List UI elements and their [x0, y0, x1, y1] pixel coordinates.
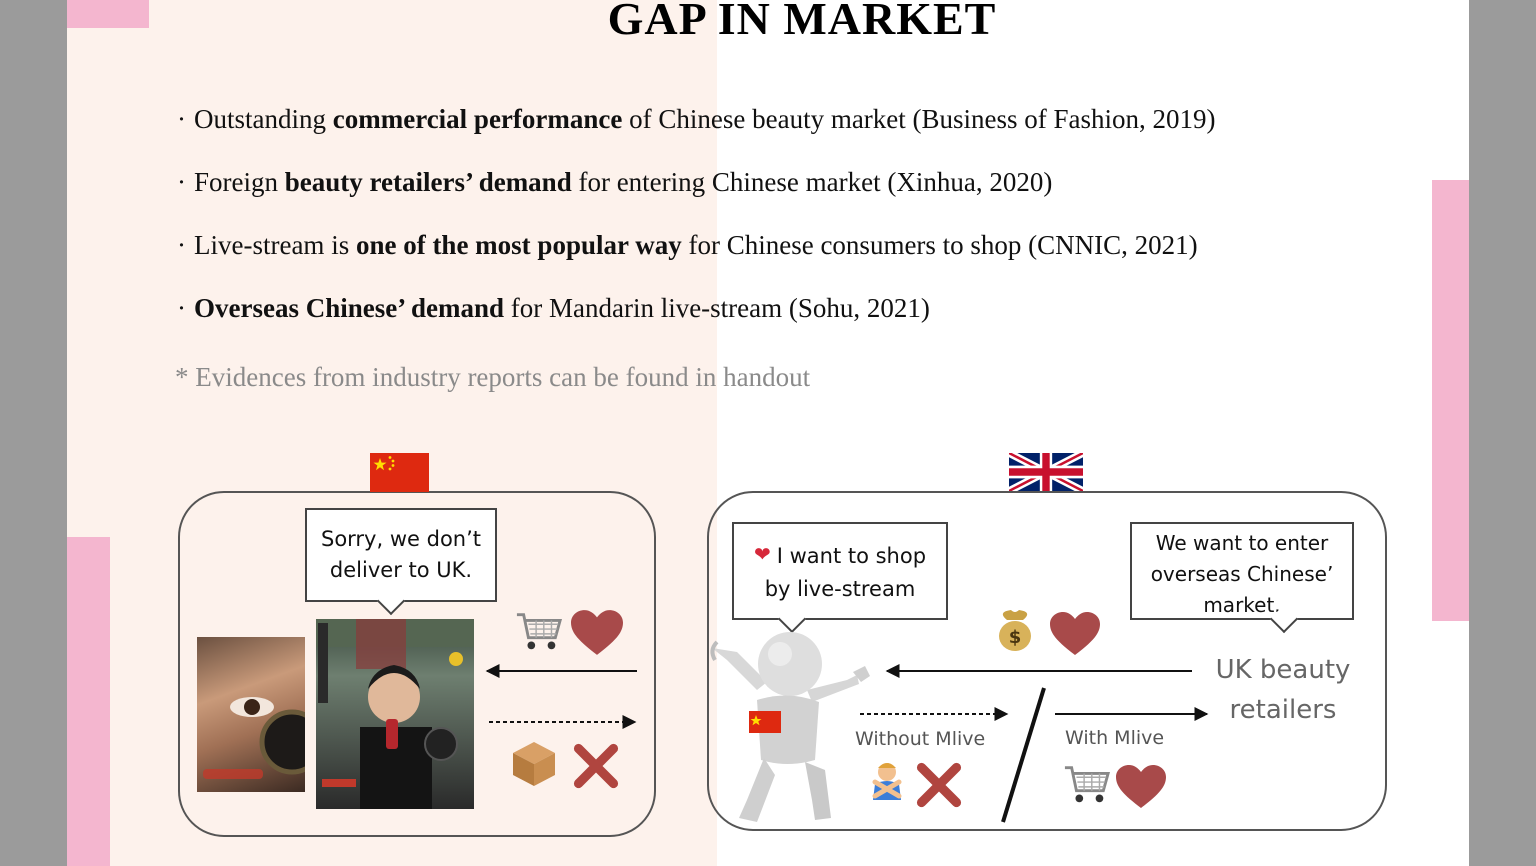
bullet-emphasis: Overseas Chinese’ demand [194, 293, 504, 323]
bullet-marker: · [177, 104, 186, 134]
china-panel [178, 491, 656, 837]
bullet-text: for Mandarin live-stream (Sohu, 2021) [504, 293, 930, 323]
uk-retailers-label: UK beauty retailers [1203, 650, 1363, 730]
footnote: * Evidences from industry reports can be… [175, 362, 811, 392]
uk-panel [707, 491, 1387, 831]
bubble-text: I want to shop [776, 544, 927, 568]
bullet-emphasis: one of the most popular way [355, 230, 682, 260]
slide: GAP IN MARKET · Outstanding commercial pe… [67, 0, 1469, 866]
box-icon [513, 742, 555, 786]
decor-bar-top-left [67, 0, 149, 28]
china-flag [749, 711, 781, 733]
retailers-text: UK beauty [1215, 655, 1351, 685]
china-flag [370, 453, 429, 492]
heart-icon [1116, 765, 1166, 808]
with-mlive-label: With Mlive [1065, 727, 1165, 749]
bubble-line-1: ❤I want to shop [734, 538, 946, 573]
money-bag-icon: $ [999, 610, 1031, 651]
retailer-speech-bubble: We want to enter overseas Chinese’ marke… [1130, 522, 1354, 620]
bullet-text: Foreign [194, 167, 285, 197]
bubble-text: We want to enter [1155, 531, 1329, 555]
bullet-commercial-performance: · Outstanding commercial performance of C… [177, 104, 1216, 135]
cross-icon [922, 768, 957, 803]
bullet-marker: · [177, 230, 186, 260]
bubble-text: Sorry, we don’t [320, 527, 482, 551]
shopper-figure [710, 632, 870, 822]
bullet-overseas-demand: · Overseas Chinese’ demand for Mandarin l… [177, 293, 930, 324]
bullet-retailers-demand: · Foreign beauty retailers’ demand for en… [177, 167, 1052, 198]
bullet-emphasis: commercial performance [332, 104, 623, 134]
cart-icon [1063, 766, 1110, 804]
bullet-marker: · [177, 167, 186, 197]
decor-bar-bottom-left [67, 537, 110, 866]
shopper-speech-bubble: ❤I want to shop by live-stream [732, 522, 948, 620]
divider-slash [1001, 687, 1046, 823]
heart-icon [571, 610, 623, 655]
no-gesture-icon [872, 763, 902, 800]
heart-icon [1050, 612, 1100, 655]
slide-title: GAP IN MARKET [607, 0, 997, 44]
decor-bar-right [1432, 180, 1469, 621]
bullet-text: Outstanding [194, 104, 333, 134]
cart-icon [515, 613, 562, 651]
bullet-marker: · [177, 293, 186, 323]
bubble-text: market. [1203, 593, 1281, 617]
bullet-live-stream: · Live-stream is one of the most popular … [177, 230, 1198, 261]
bullet-text: of Chinese beauty market (Business of Fa… [622, 104, 1216, 134]
cross-icon [579, 749, 614, 784]
without-mlive-label: Without Mlive [855, 728, 986, 750]
bubble-text: deliver to UK. [329, 558, 473, 582]
uk-flag [1007, 449, 1085, 495]
livestream-screenshot-host [316, 619, 474, 809]
bubble-text: by live-stream [764, 577, 916, 601]
bullet-text: Live-stream is [194, 230, 356, 260]
diagram-graphics: $ [485, 610, 1209, 823]
bullet-text: for entering Chinese market (Xinhua, 202… [571, 167, 1053, 197]
livestream-screenshot-eye [197, 637, 305, 792]
bullet-text: for Chinese consumers to shop (CNNIC, 20… [681, 230, 1198, 260]
bullet-emphasis: beauty retailers’ demand [284, 167, 572, 197]
bubble-text: overseas Chinese’ [1150, 562, 1334, 586]
broken-heart-icon: ❤ [753, 542, 771, 566]
retailers-text: retailers [1229, 695, 1337, 725]
svg-text:$: $ [1009, 627, 1022, 648]
china-speech-bubble: Sorry, we don’t deliver to UK. [305, 508, 497, 602]
